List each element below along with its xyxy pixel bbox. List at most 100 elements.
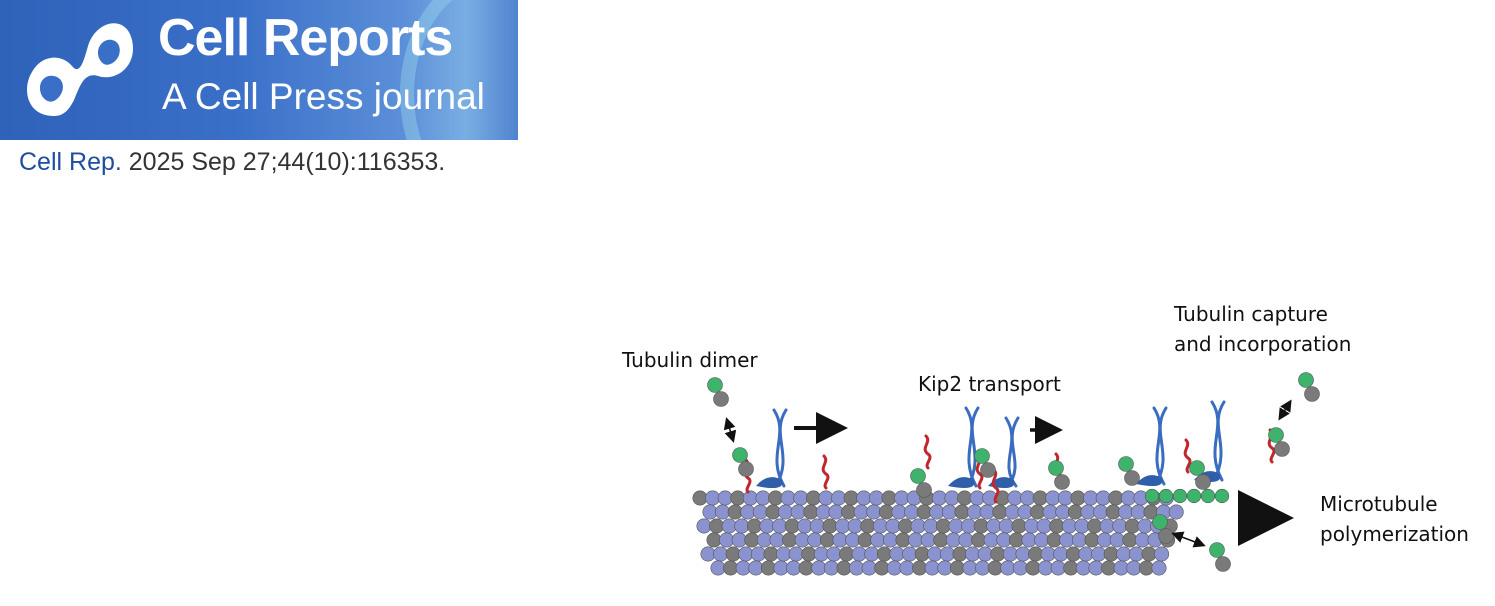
lattice-tubulin-subunit — [805, 490, 821, 506]
lattice-tubulin-subunit — [878, 504, 894, 520]
free-tubulin-beta — [1274, 441, 1290, 457]
lattice-tubulin-subunit — [944, 490, 960, 506]
incorporating-tubulin — [1172, 488, 1188, 504]
lattice-tubulin-subunit — [908, 532, 924, 548]
free-tubulin-alpha — [732, 447, 748, 463]
lattice-tubulin-subunit — [713, 546, 729, 562]
capture-exchange-arrow — [1278, 399, 1292, 421]
incorporating-tubulin — [1144, 488, 1160, 504]
lattice-tubulin-subunit — [823, 560, 839, 576]
free-tubulin-beta — [1304, 386, 1320, 402]
journal-subtitle: A Cell Press journal — [162, 76, 485, 117]
lattice-tubulin-subunit — [962, 560, 978, 576]
kip2-motor-head — [1136, 475, 1163, 486]
lattice-tubulin-subunit — [1071, 532, 1087, 548]
lattice-tubulin-subunit — [954, 504, 970, 520]
lattice-tubulin-subunit — [1118, 504, 1134, 520]
journal-title: Cell Reports — [158, 9, 453, 67]
lattice-tubulin-subunit — [1004, 504, 1020, 520]
lattice-tubulin-subunit — [872, 518, 888, 534]
lattice-tubulin-subunit — [843, 490, 859, 506]
lattice-tubulin-subunit — [1128, 546, 1144, 562]
lattice-tubulin-subunit — [1034, 532, 1050, 548]
lattice-tubulin-subunit — [971, 532, 987, 548]
lattice-tubulin-subunit — [769, 532, 785, 548]
lattice-tubulin-subunit — [895, 532, 911, 548]
lattice-tubulin-subunit — [794, 532, 810, 548]
lattice-tubulin-subunit — [949, 560, 965, 576]
lattice-tubulin-subunit — [912, 560, 928, 576]
lattice-tubulin-subunit — [702, 504, 718, 520]
kip2-stalk — [966, 406, 980, 488]
kip2-tail — [923, 434, 932, 470]
lattice-tubulin-subunit — [1124, 518, 1140, 534]
incorporating-tubulin — [1158, 488, 1174, 504]
lattice-tubulin-subunit — [773, 560, 789, 576]
free-tubulin-beta — [1215, 556, 1231, 572]
lattice-tubulin-subunit — [709, 518, 725, 534]
lattice-tubulin-subunit — [755, 490, 771, 506]
lattice-tubulin-subunit — [996, 532, 1012, 548]
lattice-tubulin-subunit — [886, 560, 902, 576]
free-tubulin-alpha — [707, 377, 723, 393]
citation-details: 2025 Sep 27;44(10):116353. — [128, 148, 446, 176]
lattice-tubulin-subunit — [782, 532, 798, 548]
citation-journal-link[interactable]: Cell Rep. — [19, 148, 122, 176]
lattice-tubulin-subunit — [874, 560, 890, 576]
lattice-tubulin-subunit — [920, 532, 936, 548]
lattice-tubulin-subunit — [1103, 546, 1119, 562]
lattice-tubulin-subunit — [864, 546, 880, 562]
label-polymerization: polymerization — [1320, 522, 1469, 546]
lattice-tubulin-subunit — [927, 546, 943, 562]
free-tubulin-dimers — [707, 372, 1320, 572]
lattice-tubulin-subunit — [1151, 560, 1167, 576]
lattice-tubulin-subunit — [894, 490, 910, 506]
free-tubulin-beta — [713, 391, 729, 407]
lattice-tubulin-subunit — [891, 504, 907, 520]
lattice-tubulin-subunit — [1038, 560, 1054, 576]
lattice-tubulin-subunit — [1028, 546, 1044, 562]
lattice-tubulin-subunit — [1120, 490, 1136, 506]
lattice-tubulin-subunit — [768, 490, 784, 506]
lattice-tubulin-subunit — [1032, 490, 1048, 506]
lattice-tubulin-subunit — [923, 518, 939, 534]
lattice-tubulin-subunit — [1025, 560, 1041, 576]
free-tubulin-alpha — [1189, 460, 1205, 476]
lattice-tubulin-subunit — [1017, 504, 1033, 520]
lattice-tubulin-subunit — [748, 560, 764, 576]
kip2-tail — [821, 454, 830, 490]
lattice-tubulin-subunit — [1011, 518, 1027, 534]
free-tubulin-beta — [916, 482, 932, 498]
lattice-tubulin-subunit — [1007, 490, 1023, 506]
dimer-exchange-arrow — [723, 417, 737, 443]
lattice-tubulin-subunit — [958, 532, 974, 548]
lattice-tubulin-subunit — [916, 504, 932, 520]
cell-press-logo-icon — [27, 23, 134, 116]
lattice-tubulin-subunit — [1057, 490, 1073, 506]
lattice-tubulin-subunit — [835, 518, 851, 534]
lattice-tubulin-subunit — [969, 490, 985, 506]
kip2-motor-head — [948, 477, 975, 488]
lattice-tubulin-subunit — [929, 504, 945, 520]
lattice-tubulin-subunit — [1109, 532, 1125, 548]
lattice-tubulin-subunit — [721, 518, 737, 534]
lattice-tubulin-subunit — [778, 504, 794, 520]
free-tubulin-alpha — [1209, 542, 1225, 558]
lattice-tubulin-subunit — [803, 504, 819, 520]
lattice-tubulin-subunit — [986, 518, 1002, 534]
lattice-tubulin-subunit — [856, 490, 872, 506]
lattice-tubulin-subunit — [841, 504, 857, 520]
free-tubulin-alpha — [910, 468, 926, 484]
lattice-tubulin-subunit — [1030, 504, 1046, 520]
free-tubulin-alpha — [1118, 456, 1134, 472]
lattice-tubulin-subunit — [983, 532, 999, 548]
lattice-tubulin-subunit — [902, 546, 918, 562]
lattice-tubulin-subunit — [1105, 504, 1121, 520]
lattice-tubulin-subunit — [710, 560, 726, 576]
lattice-tubulin-subunit — [719, 532, 735, 548]
lattice-tubulin-subunit — [860, 518, 876, 534]
incorporating-tubulin — [1186, 488, 1202, 504]
lattice-tubulin-subunit — [881, 490, 897, 506]
lattice-tubulin-subunit — [965, 546, 981, 562]
lattice-tubulin-subunit — [1045, 490, 1061, 506]
